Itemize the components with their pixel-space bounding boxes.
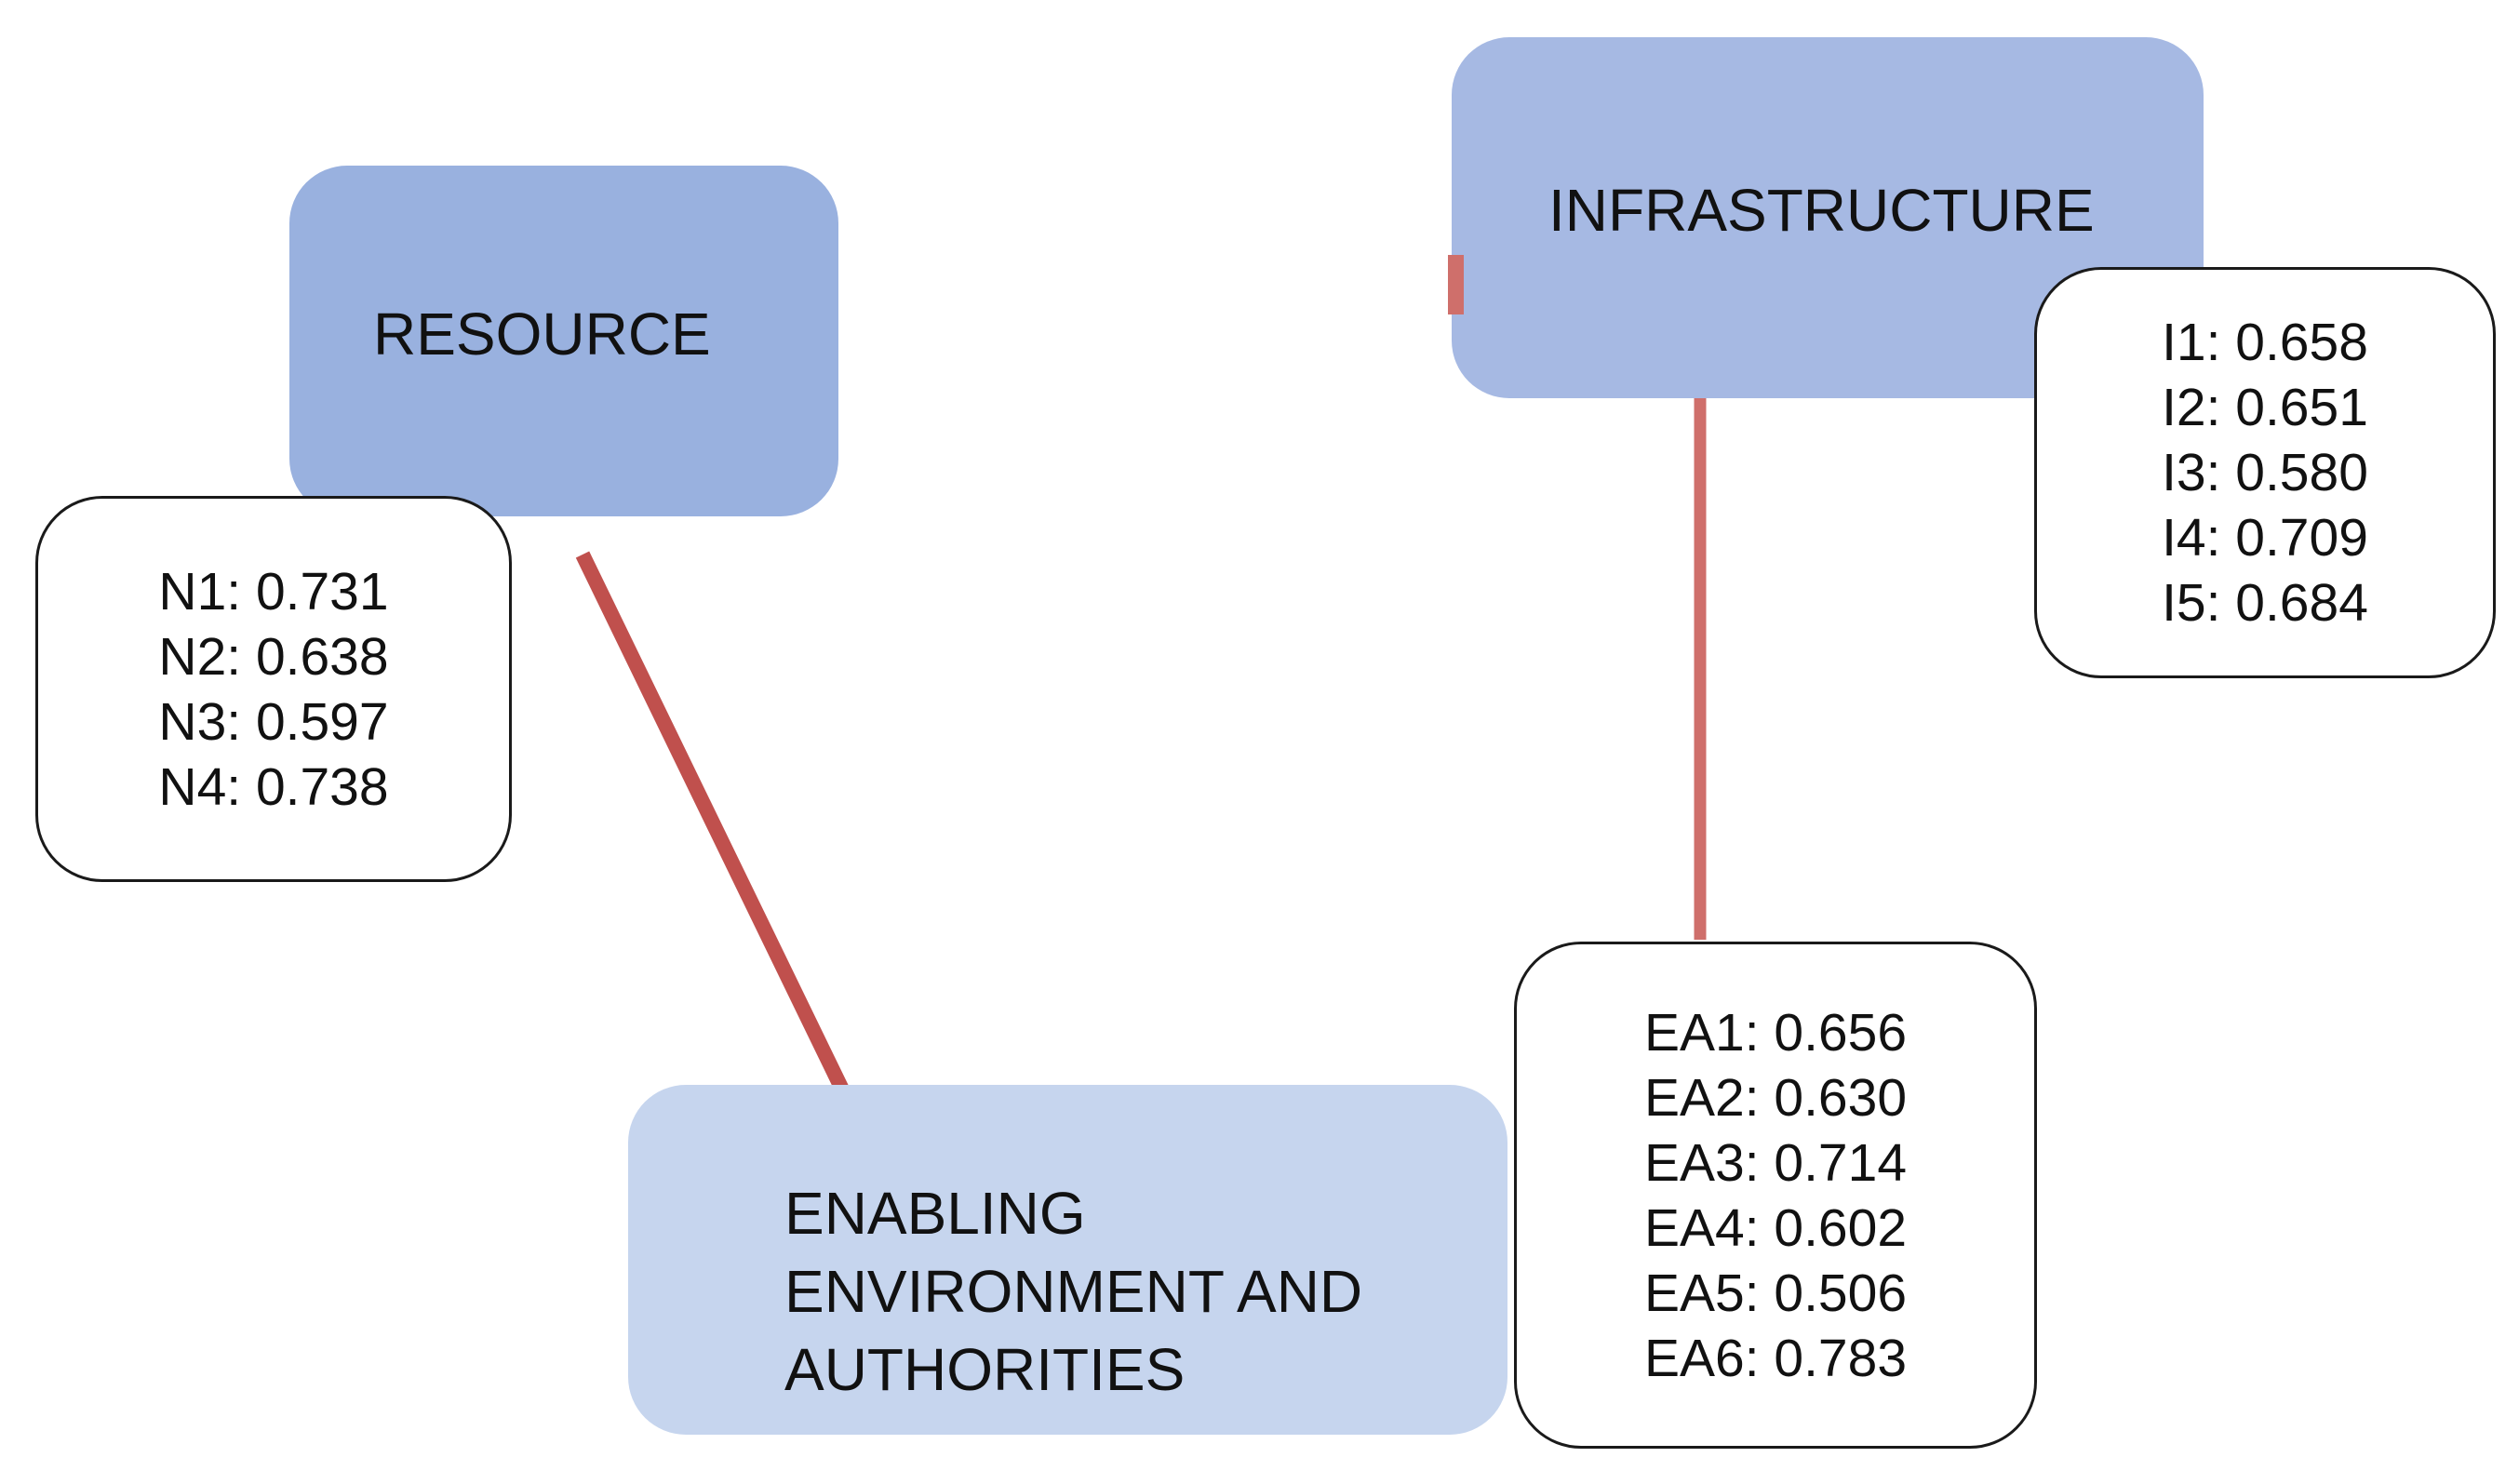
resource-category-label: RESOURCE xyxy=(373,301,711,368)
loading-item: EA4: 0.602 xyxy=(1643,1197,1908,1258)
loading-item: I3: 0.580 xyxy=(2162,443,2368,502)
loading-item: N3: 0.597 xyxy=(158,691,389,752)
loading-item: EA5: 0.506 xyxy=(1643,1263,1908,1323)
infrastructure-loadings-box: I1: 0.658 I2: 0.651 I3: 0.580 I4: 0.709 … xyxy=(2034,267,2496,678)
loading-item: I5: 0.684 xyxy=(2162,573,2368,633)
loading-item: EA6: 0.783 xyxy=(1643,1328,1908,1388)
loading-item: EA3: 0.714 xyxy=(1643,1132,1908,1193)
loading-item: I1: 0.658 xyxy=(2162,313,2368,372)
infrastructure-category-label: INFRASTRUCTURE xyxy=(1548,177,2095,244)
loading-item: EA1: 0.656 xyxy=(1643,1002,1908,1063)
enabling-loadings-list: EA1: 0.656 EA2: 0.630 EA3: 0.714 EA4: 0.… xyxy=(1644,1000,1907,1391)
resource-loadings-list: N1: 0.731 N2: 0.638 N3: 0.597 N4: 0.738 xyxy=(158,559,388,820)
loading-item: N4: 0.738 xyxy=(158,756,389,817)
loading-item: I4: 0.709 xyxy=(2162,508,2368,568)
resource-category-box: RESOURCE xyxy=(289,166,838,516)
enabling-loadings-box: EA1: 0.656 EA2: 0.630 EA3: 0.714 EA4: 0.… xyxy=(1514,942,2037,1449)
loading-item: N2: 0.638 xyxy=(158,626,389,687)
loading-item: I2: 0.651 xyxy=(2162,378,2368,437)
enabling-category-box: ENABLING ENVIRONMENT AND AUTHORITIES xyxy=(628,1085,1507,1435)
enabling-label-line: AUTHORITIES xyxy=(784,1336,1186,1403)
enabling-label-line: ENVIRONMENT AND xyxy=(784,1258,1363,1325)
resource-to-enabling-connector xyxy=(575,551,867,1130)
enabling-label-line: ENABLING xyxy=(784,1180,1086,1247)
loading-item: N1: 0.731 xyxy=(158,561,389,622)
infrastructure-category-box: INFRASTRUCTURE xyxy=(1452,37,2204,398)
enabling-category-label: ENABLING ENVIRONMENT AND AUTHORITIES xyxy=(784,1174,1492,1409)
loading-item: EA2: 0.630 xyxy=(1643,1067,1908,1128)
infrastructure-loadings-list: I1: 0.658 I2: 0.651 I3: 0.580 I4: 0.709 … xyxy=(2162,310,2368,635)
infrastructure-connector-tick xyxy=(1448,255,1464,314)
resource-loadings-box: N1: 0.731 N2: 0.638 N3: 0.597 N4: 0.738 xyxy=(35,496,512,882)
